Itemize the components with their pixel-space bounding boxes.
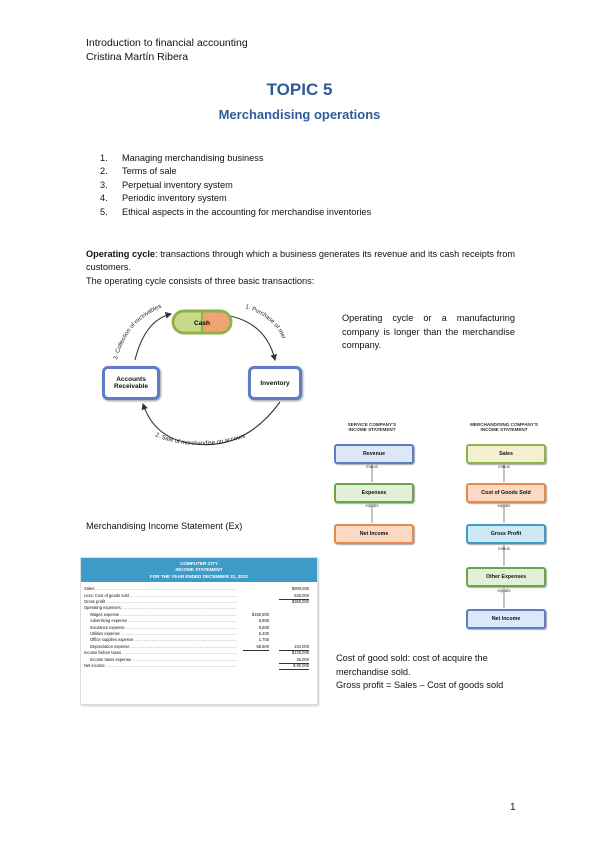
merch-op-minus-2: minus (498, 546, 510, 551)
income-statement-table: COMPUTER CITY INCOME STATEMENT FOR THE Y… (80, 557, 318, 705)
operating-cycle-diagram: Cash 1. Purchase of merchandise 2. Sale … (95, 298, 305, 450)
table-row: Wages expense$150,900 (81, 612, 317, 618)
merch-cogs-box: Cost of Goods Sold (466, 483, 546, 503)
operating-cycle-definition: Operating cycle: transactions through wh… (86, 249, 516, 273)
table-row: Less: Cost of goods sold540,000 (81, 593, 317, 601)
table-row: Gross profit$360,000 (81, 599, 317, 605)
merch-sales-box: Sales (466, 444, 546, 464)
merch-statement-header: MERCHANDISING COMPANY'S INCOME STATEMENT (470, 422, 538, 433)
course-title: Introduction to financial accounting (86, 37, 248, 49)
gross-profit-definition: Gross profit = Sales – Cost of goods sol… (336, 680, 504, 690)
income-statement-heading: COMPUTER CITY INCOME STATEMENT FOR THE Y… (81, 558, 317, 583)
cogs-definition: Cost of good sold: cost of acquire the m… (336, 653, 488, 677)
service-expenses-box: Expenses (334, 483, 414, 503)
table-row: Income taxes expense36,000 (81, 657, 317, 664)
table-row: Net income$ 90,000 (81, 663, 317, 671)
outline-item: 1.Managing merchandising business (100, 153, 264, 163)
service-statement-header: SERVICE COMPANY'S INCOME STATEMENT (347, 422, 397, 433)
service-revenue-box: Revenue (334, 444, 414, 464)
table-row: Insurance expense9,600 (81, 625, 317, 631)
merch-gross-profit-box: Gross Profit (466, 524, 546, 544)
table-row: Advertising expense6,800 (81, 618, 317, 624)
merch-op-equals: equals (497, 503, 511, 508)
table-row: Income before taxes$126,000 (81, 650, 317, 656)
cycle-arrows: Cash 1. Purchase of merchandise 2. Sale … (95, 298, 286, 447)
cycle-note: Operating cycle or a manufacturing compa… (342, 313, 515, 351)
inventory-box: Inventory (248, 366, 302, 400)
page-number: 1 (510, 802, 516, 813)
operating-cycle-term: Operating cycle (86, 249, 156, 259)
document-header: Introduction to financial accounting Cri… (86, 36, 248, 64)
merch-other-expenses-box: Other Expenses (466, 567, 546, 587)
table-row: Utilities expense6,400 (81, 631, 317, 637)
outline-item: 2.Terms of sale (100, 166, 177, 177)
topic-outline: 1.Managing merchandising business 2.Term… (100, 152, 371, 219)
outline-item: 3.Perpetual inventory system (100, 179, 233, 190)
table-row: Operating expenses: (81, 605, 317, 611)
topic-title: TOPIC 5 (266, 80, 333, 99)
merch-op-minus: minus (498, 464, 510, 469)
accounts-receivable-box: Accounts Receivable (102, 366, 160, 400)
operating-cycle-intro: The operating cycle consists of three ba… (86, 276, 315, 286)
table-row: Sales$900,000 (81, 586, 317, 592)
arrow-label-sale: 2. Sale of merchandise on account (154, 432, 246, 447)
cash-pill (171, 309, 233, 335)
merch-net-income-box: Net Income (466, 609, 546, 629)
service-op-minus: minus (366, 464, 378, 469)
topic-subtitle: Merchandising operations (218, 107, 381, 122)
outline-item: 5.Ethical aspects in the accounting for … (100, 206, 372, 217)
outline-item: 4.Periodic inventory system (100, 193, 227, 204)
service-op-equals: equals (365, 503, 379, 508)
service-net-income-box: Net Income (334, 524, 414, 544)
merch-op-equals-2: equals (497, 588, 511, 593)
author-name: Cristina Martín Ribera (86, 51, 189, 63)
table-row: Office supplies expense1,700 (81, 637, 317, 643)
income-statement-label: Merchandising Income Statement (Ex) (86, 521, 243, 531)
cash-label: Cash (194, 320, 210, 327)
flow-connectors (371, 462, 505, 608)
income-statement-comparison: SERVICE COMPANY'S INCOME STATEMENT MERCH… (320, 416, 582, 636)
